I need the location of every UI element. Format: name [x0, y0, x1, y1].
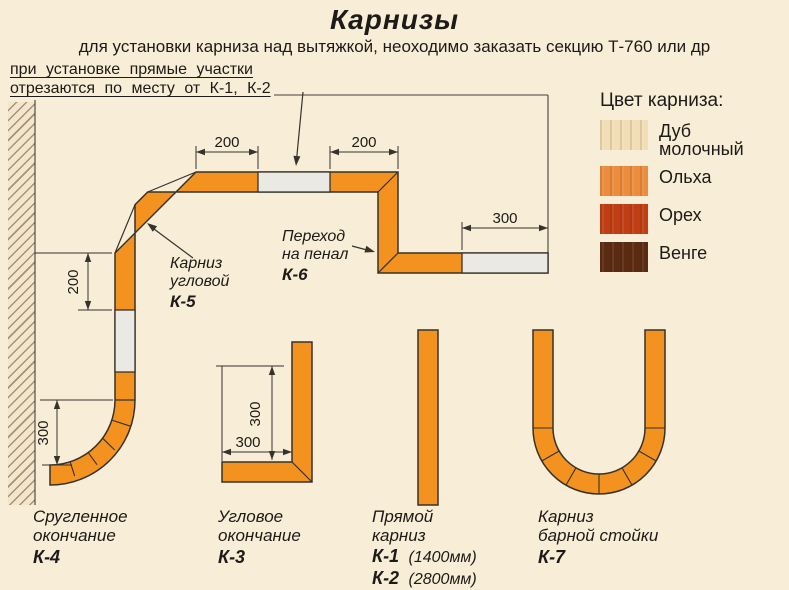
item-code-k4: К-4	[33, 547, 61, 567]
dim-k3-vertical	[216, 365, 284, 460]
k3-corner-piece	[221, 341, 313, 483]
dimension-lines	[35, 146, 548, 466]
item-name-k7: Карниз барной стойки	[538, 507, 659, 545]
k7-shape	[532, 329, 666, 495]
color-panel-heading: Цвет карниза:	[600, 90, 724, 111]
note-arrow	[293, 91, 304, 166]
item-label-k7: Карниз барной стойки К-7	[538, 507, 658, 567]
dim-label-left-upper: 200	[65, 269, 82, 294]
dim-right	[461, 222, 548, 250]
cut-section-top	[257, 171, 331, 193]
color-swatch-alder	[600, 166, 648, 196]
swatch-row-wenge: Венге	[600, 242, 786, 272]
color-swatch-milk-oak	[600, 120, 648, 150]
item-code-line-k1: К-1 (1400мм)	[372, 547, 477, 567]
swatch-label-milk-oak: Дуб молочный	[659, 121, 744, 159]
swatch-label-alder: Ольха	[659, 167, 712, 187]
install-note: при установке прямые участки отрезаются …	[8, 60, 274, 100]
dim-left-upper	[35, 252, 112, 311]
item-code-k2: К-2	[372, 568, 400, 588]
swatch-label-wenge: Венге	[659, 243, 708, 263]
color-swatch-wenge	[600, 242, 648, 272]
swatch-label-walnut: Орех	[659, 205, 702, 225]
k7-segment-lines	[533, 427, 665, 494]
k5-callout-code: К-5	[170, 292, 196, 311]
dimension-labels: 200 200 300 200 300 300 300	[35, 134, 518, 451]
dim-label-k3-horizontal: 300	[235, 434, 260, 451]
item-size-k1: (1400мм)	[408, 549, 477, 566]
callout-arrows	[147, 91, 375, 259]
install-note-line2: отрезаются по месту от К-1, К-2	[10, 80, 271, 97]
dim-label-left-lower: 300	[35, 420, 52, 445]
k5-callout: Карниз угловой К-5	[170, 255, 229, 311]
cut-section-right	[461, 252, 549, 274]
swatch-row-alder: Ольха	[600, 166, 786, 196]
dim-left-lower	[40, 399, 113, 466]
k5-callout-name: Карниз угловой	[170, 255, 230, 290]
swatch-row-walnut: Орех	[600, 204, 786, 234]
color-swatch-walnut	[600, 204, 648, 234]
page-subtitle: для установки карниза над вытяжкой, неох…	[78, 37, 711, 56]
color-panel: Цвет карниза: Дуб молочный Ольха Орех Ве…	[600, 90, 786, 280]
k6-callout-code: К-6	[282, 265, 308, 284]
dim-label-top-right: 200	[351, 134, 376, 151]
dim-label-k3-vertical: 300	[247, 401, 264, 426]
wall-hatching	[8, 102, 35, 505]
k3-shape	[221, 341, 313, 483]
k7-bar-piece	[532, 329, 666, 495]
dim-k3-horizontal	[222, 448, 292, 456]
item-code-k3: К-3	[218, 547, 246, 567]
k1-straight-piece	[417, 329, 439, 506]
k4-segment-lines	[69, 419, 131, 477]
item-label-k4: Сругленное окончание К-4	[33, 507, 128, 567]
item-name-k4: Сругленное окончание	[33, 507, 128, 545]
item-size-k2: (2800мм)	[408, 571, 477, 588]
cut-section-left	[114, 309, 136, 373]
joint-lines	[114, 171, 399, 401]
dim-label-top-left: 200	[214, 134, 239, 151]
swatch-row-milk-oak: Дуб молочный	[600, 120, 786, 158]
main-cornice	[49, 171, 549, 486]
k6-callout: Переход на пенал К-6	[282, 228, 348, 284]
item-name-k1-k2: Прямой карниз	[372, 507, 434, 545]
page-title: Карнизы	[329, 4, 460, 35]
item-name-k3: Угловое окончание	[218, 507, 301, 545]
dim-label-right: 300	[492, 210, 517, 227]
dim-top-left	[195, 146, 259, 169]
install-note-line1: при установке прямые участки	[10, 61, 253, 78]
k5-arrow	[147, 223, 194, 259]
k6-arrow	[351, 245, 375, 253]
item-label-k1-k2: Прямой карниз К-1 (1400мм) К-2 (2800мм)	[372, 507, 477, 589]
item-code-line-k2: К-2 (2800мм)	[372, 569, 477, 589]
k6-callout-name: Переход на пенал	[282, 228, 349, 263]
dim-top-right	[329, 146, 399, 169]
item-code-k1: К-1	[372, 546, 400, 566]
item-label-k3: Угловое окончание К-3	[218, 507, 301, 567]
cut-sections	[114, 171, 549, 373]
item-code-k7: К-7	[538, 547, 566, 567]
